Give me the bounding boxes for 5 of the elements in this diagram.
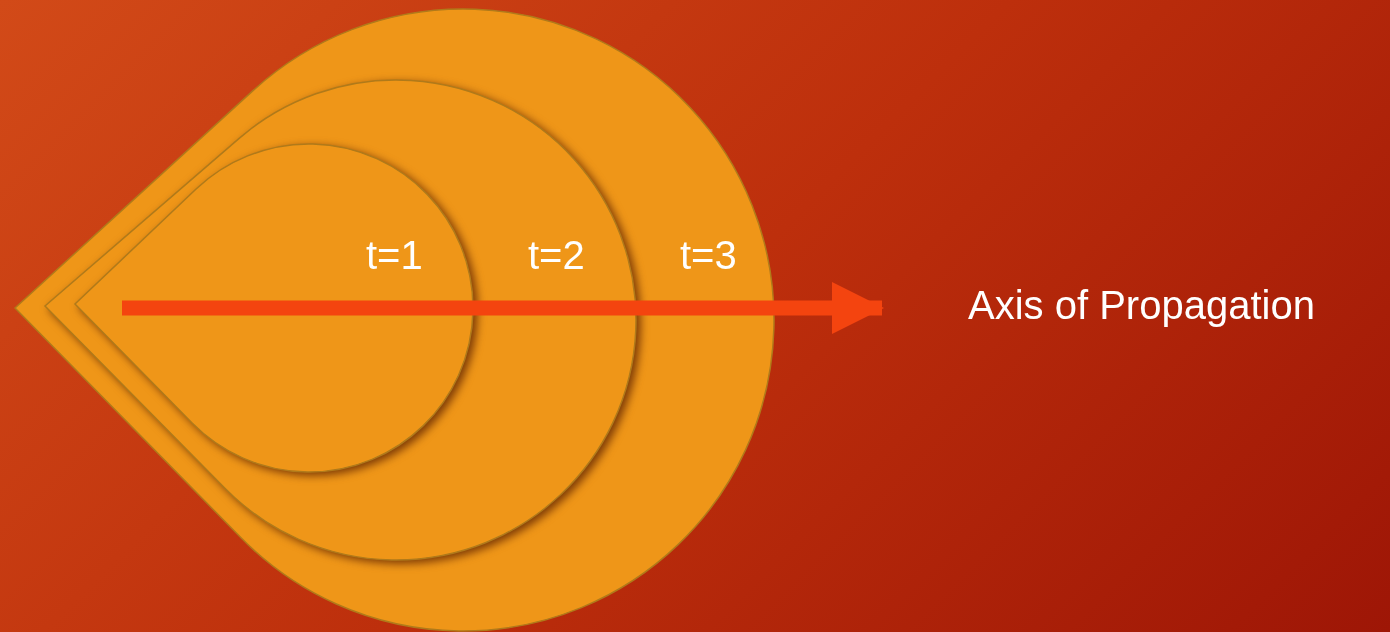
time-label: t=2: [528, 235, 585, 275]
time-label: t=3: [680, 235, 737, 275]
arrow: [122, 282, 884, 334]
axis-label: Axis of Propagation: [968, 285, 1315, 325]
time-label: t=1: [366, 235, 423, 275]
